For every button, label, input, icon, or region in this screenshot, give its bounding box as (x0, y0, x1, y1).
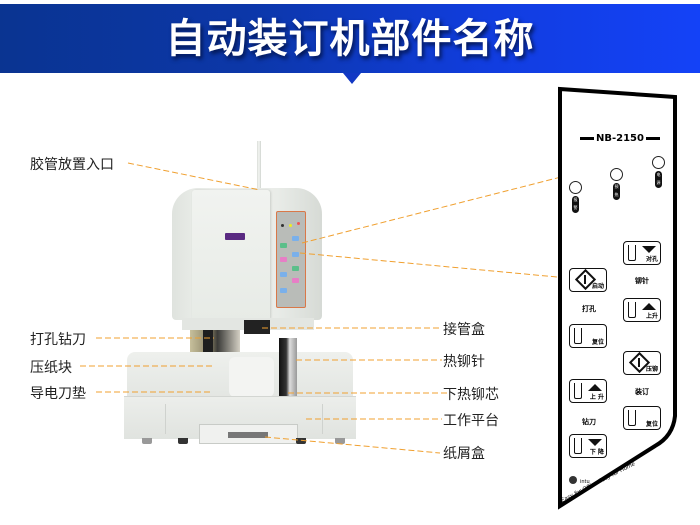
drill-icon (574, 328, 582, 344)
machine-foot (178, 438, 188, 444)
banner-pointer (343, 73, 361, 84)
label-work-platform: 工作平台 (443, 413, 499, 429)
label-lower-hot-rivet-core: 下热铆芯 (443, 387, 499, 403)
bind-group-label: 装订 (635, 388, 649, 396)
drill-icon (574, 438, 582, 454)
brand-logo-icon (569, 476, 577, 484)
drill-group-label: 钻刀 (582, 418, 596, 426)
down-arrow-icon (588, 439, 602, 446)
control-panel-closeup: NB-2150 报警 预热 电源 对孔 铆针 上升 启动 打孔 复位 压铆 装订… (555, 86, 695, 522)
brand-logo (225, 233, 245, 240)
label-glue-tube-inlet: 胶管放置入口 (30, 157, 114, 173)
drill-down-button[interactable]: 下 降 (569, 434, 607, 458)
hot-rivet-pin (279, 338, 297, 396)
label-hot-rivet-pin: 热铆针 (443, 354, 485, 370)
glue-tube-inlet (257, 141, 261, 191)
punch-group-label: 打孔 (582, 305, 596, 313)
bind-press-button[interactable]: 压铆 (623, 351, 661, 375)
down-arrow-icon (642, 246, 656, 253)
model-number: NB-2150 (570, 133, 670, 144)
tube-collection-box (244, 320, 270, 334)
machine-control-panel (276, 211, 306, 308)
drill-icon (628, 410, 636, 426)
rivet-group-label: 铆针 (635, 277, 649, 285)
label-tube-collection-box: 接管盒 (443, 322, 485, 338)
paper-stage (229, 357, 274, 397)
alarm-indicator-led (569, 181, 582, 194)
power-label: 电源 (655, 171, 662, 188)
preheat-indicator-led (610, 168, 623, 181)
punch-start-button[interactable]: 启动 (569, 268, 607, 292)
machine-foot (142, 438, 152, 444)
rivet-up-button[interactable]: 上升 (623, 298, 661, 322)
rivet-align-button[interactable]: 对孔 (623, 241, 661, 265)
title-banner: 自动装订机部件名称 (0, 4, 700, 73)
machine-front-cover (192, 190, 270, 320)
label-paper-press-block: 压纸块 (30, 360, 72, 376)
brand-name: intu (580, 479, 590, 485)
up-arrow-icon (588, 384, 602, 391)
alarm-label: 报警 (572, 196, 579, 213)
drill-icon (574, 383, 582, 399)
label-paper-scrap-box: 纸屑盒 (443, 446, 485, 462)
bind-reset-button[interactable]: 复位 (623, 406, 661, 430)
preheat-label: 预热 (613, 183, 620, 200)
label-punch-drill: 打孔钻刀 (30, 332, 86, 348)
label-conductive-cutter-pad: 导电刀垫 (30, 386, 86, 402)
drawer-label (228, 432, 268, 438)
drill-icon (628, 302, 636, 318)
drill-up-button[interactable]: 上 升 (569, 379, 607, 403)
power-indicator-led (652, 156, 665, 169)
page-title: 自动装订机部件名称 (165, 15, 535, 62)
machine-foot (335, 438, 345, 444)
machine-foot (296, 438, 306, 444)
up-arrow-icon (642, 303, 656, 310)
punch-reset-button[interactable]: 复位 (569, 324, 607, 348)
drill-icon (628, 245, 636, 261)
